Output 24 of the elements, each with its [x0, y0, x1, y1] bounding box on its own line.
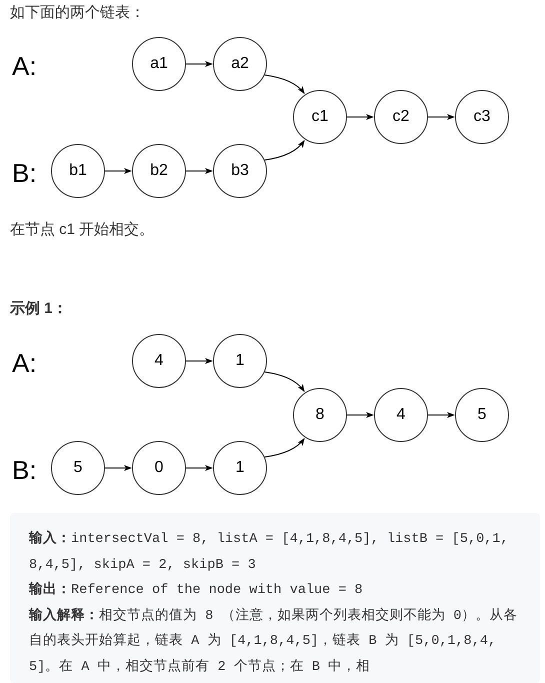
arrow — [104, 168, 132, 174]
list-label: A: — [12, 50, 37, 83]
arrow — [264, 438, 305, 458]
arrow — [186, 465, 213, 471]
intro-text: 如下面的两个链表： — [10, 3, 145, 23]
arrow — [104, 465, 132, 471]
arrow — [186, 358, 213, 364]
arrow — [428, 114, 455, 120]
arrow — [346, 114, 374, 120]
arrow — [346, 412, 374, 418]
arrow — [264, 372, 305, 392]
arrow — [428, 412, 455, 418]
example-heading: 示例 1： — [10, 299, 68, 319]
list-label: A: — [12, 347, 37, 380]
arrow — [186, 168, 213, 174]
example-text: 输入：intersectVal = 8, listA = [4,1,8,4,5], listB = [5,0,1,8,4,5], skipA = 2, skipB = 3 — [29, 530, 510, 574]
example-text: 输入解释：相交节点的值为 8 （注意，如果两个列表相交则不能为 0）。从各自的表头开始算起，链表 A 为 [4,1,8,4,5]，链表 B 为 [5,0,1,8,4,5]。在 A 中，相交节点前有 2 个节点；在 B 中，相 — [29, 606, 519, 676]
arrow — [264, 74, 305, 94]
note-text: 在节点 c1 开始相交。 — [10, 220, 154, 240]
arrow — [264, 140, 305, 160]
list-label: B: — [12, 157, 37, 190]
example-text: 输出：Reference of the node with value = 8 — [29, 580, 364, 600]
list-label: B: — [12, 454, 37, 487]
arrow — [186, 61, 213, 67]
